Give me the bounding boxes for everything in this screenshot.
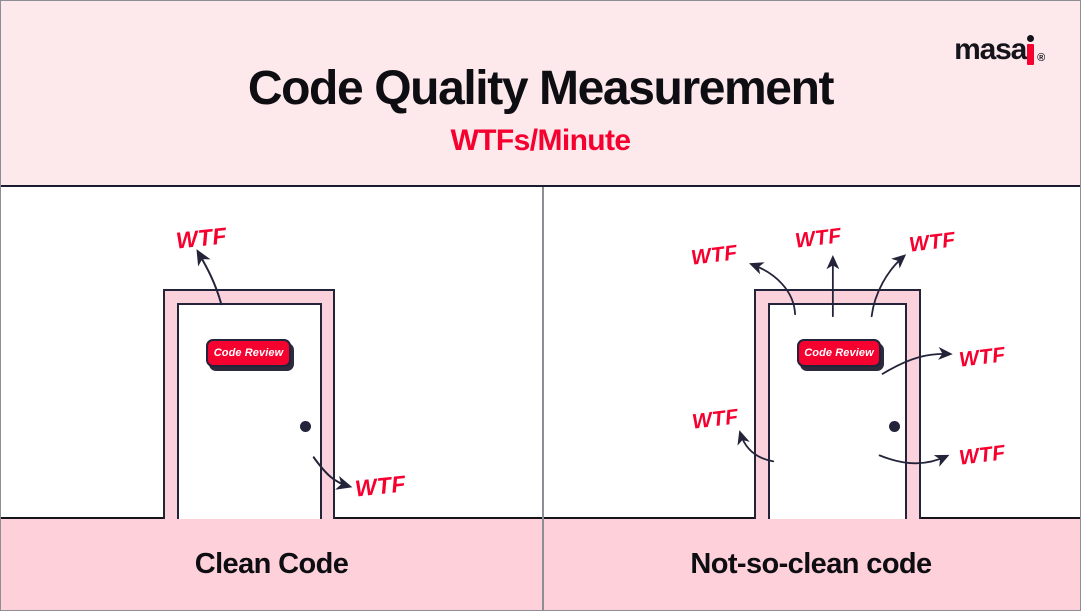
wtf-label-messy-lower-right: WTF <box>957 441 1007 470</box>
masai-logo: masa ® <box>954 33 1045 66</box>
logo-i-letter <box>1026 35 1035 65</box>
logo-i-stem <box>1027 44 1035 65</box>
wtf-label-messy-lower-left: WTF <box>690 405 740 434</box>
logo-wordmark: masa <box>954 33 1027 66</box>
logo-i-dot <box>1027 35 1035 42</box>
page-title: Code Quality Measurement <box>247 62 835 115</box>
code-review-badge-clean[interactable]: Code Review <box>206 339 291 367</box>
wtf-label-messy-right-middle: WTF <box>957 343 1007 372</box>
caption-clean-code: Clean Code <box>194 548 349 580</box>
code-review-badge-messy[interactable]: Code Review <box>797 339 881 367</box>
caption-not-so-clean-code: Not-so-clean code <box>690 548 932 580</box>
wtf-label-messy-upper-right: WTF <box>907 228 957 257</box>
wtf-label-clean-top: WTF <box>174 222 228 254</box>
panel-not-so-clean-code: Code Review WTF WTF WTF WTF WTF WTF <box>542 187 1080 521</box>
page-subtitle: WTFs/Minute <box>450 124 631 157</box>
wtf-label-clean-bottom: WTF <box>353 470 407 502</box>
comparison-panels: Code Review WTF WTF Code Review WTF <box>1 187 1080 521</box>
door-leaf-clean <box>177 303 322 521</box>
door-leaf-messy <box>768 303 907 521</box>
panel-clean-code: Code Review WTF WTF <box>1 187 542 521</box>
caption-bar: Clean Code Not-so-clean code <box>1 519 1080 610</box>
wtf-label-messy-upper-left: WTF <box>689 241 739 270</box>
header-banner: masa ® Code Quality Measurement WTFs/Minu… <box>1 1 1080 187</box>
panel-divider <box>542 187 544 610</box>
registered-mark-icon: ® <box>1037 52 1045 64</box>
door-knob-messy <box>889 421 900 432</box>
wtf-label-messy-top-center: WTF <box>793 224 843 253</box>
door-knob-clean <box>300 421 311 432</box>
